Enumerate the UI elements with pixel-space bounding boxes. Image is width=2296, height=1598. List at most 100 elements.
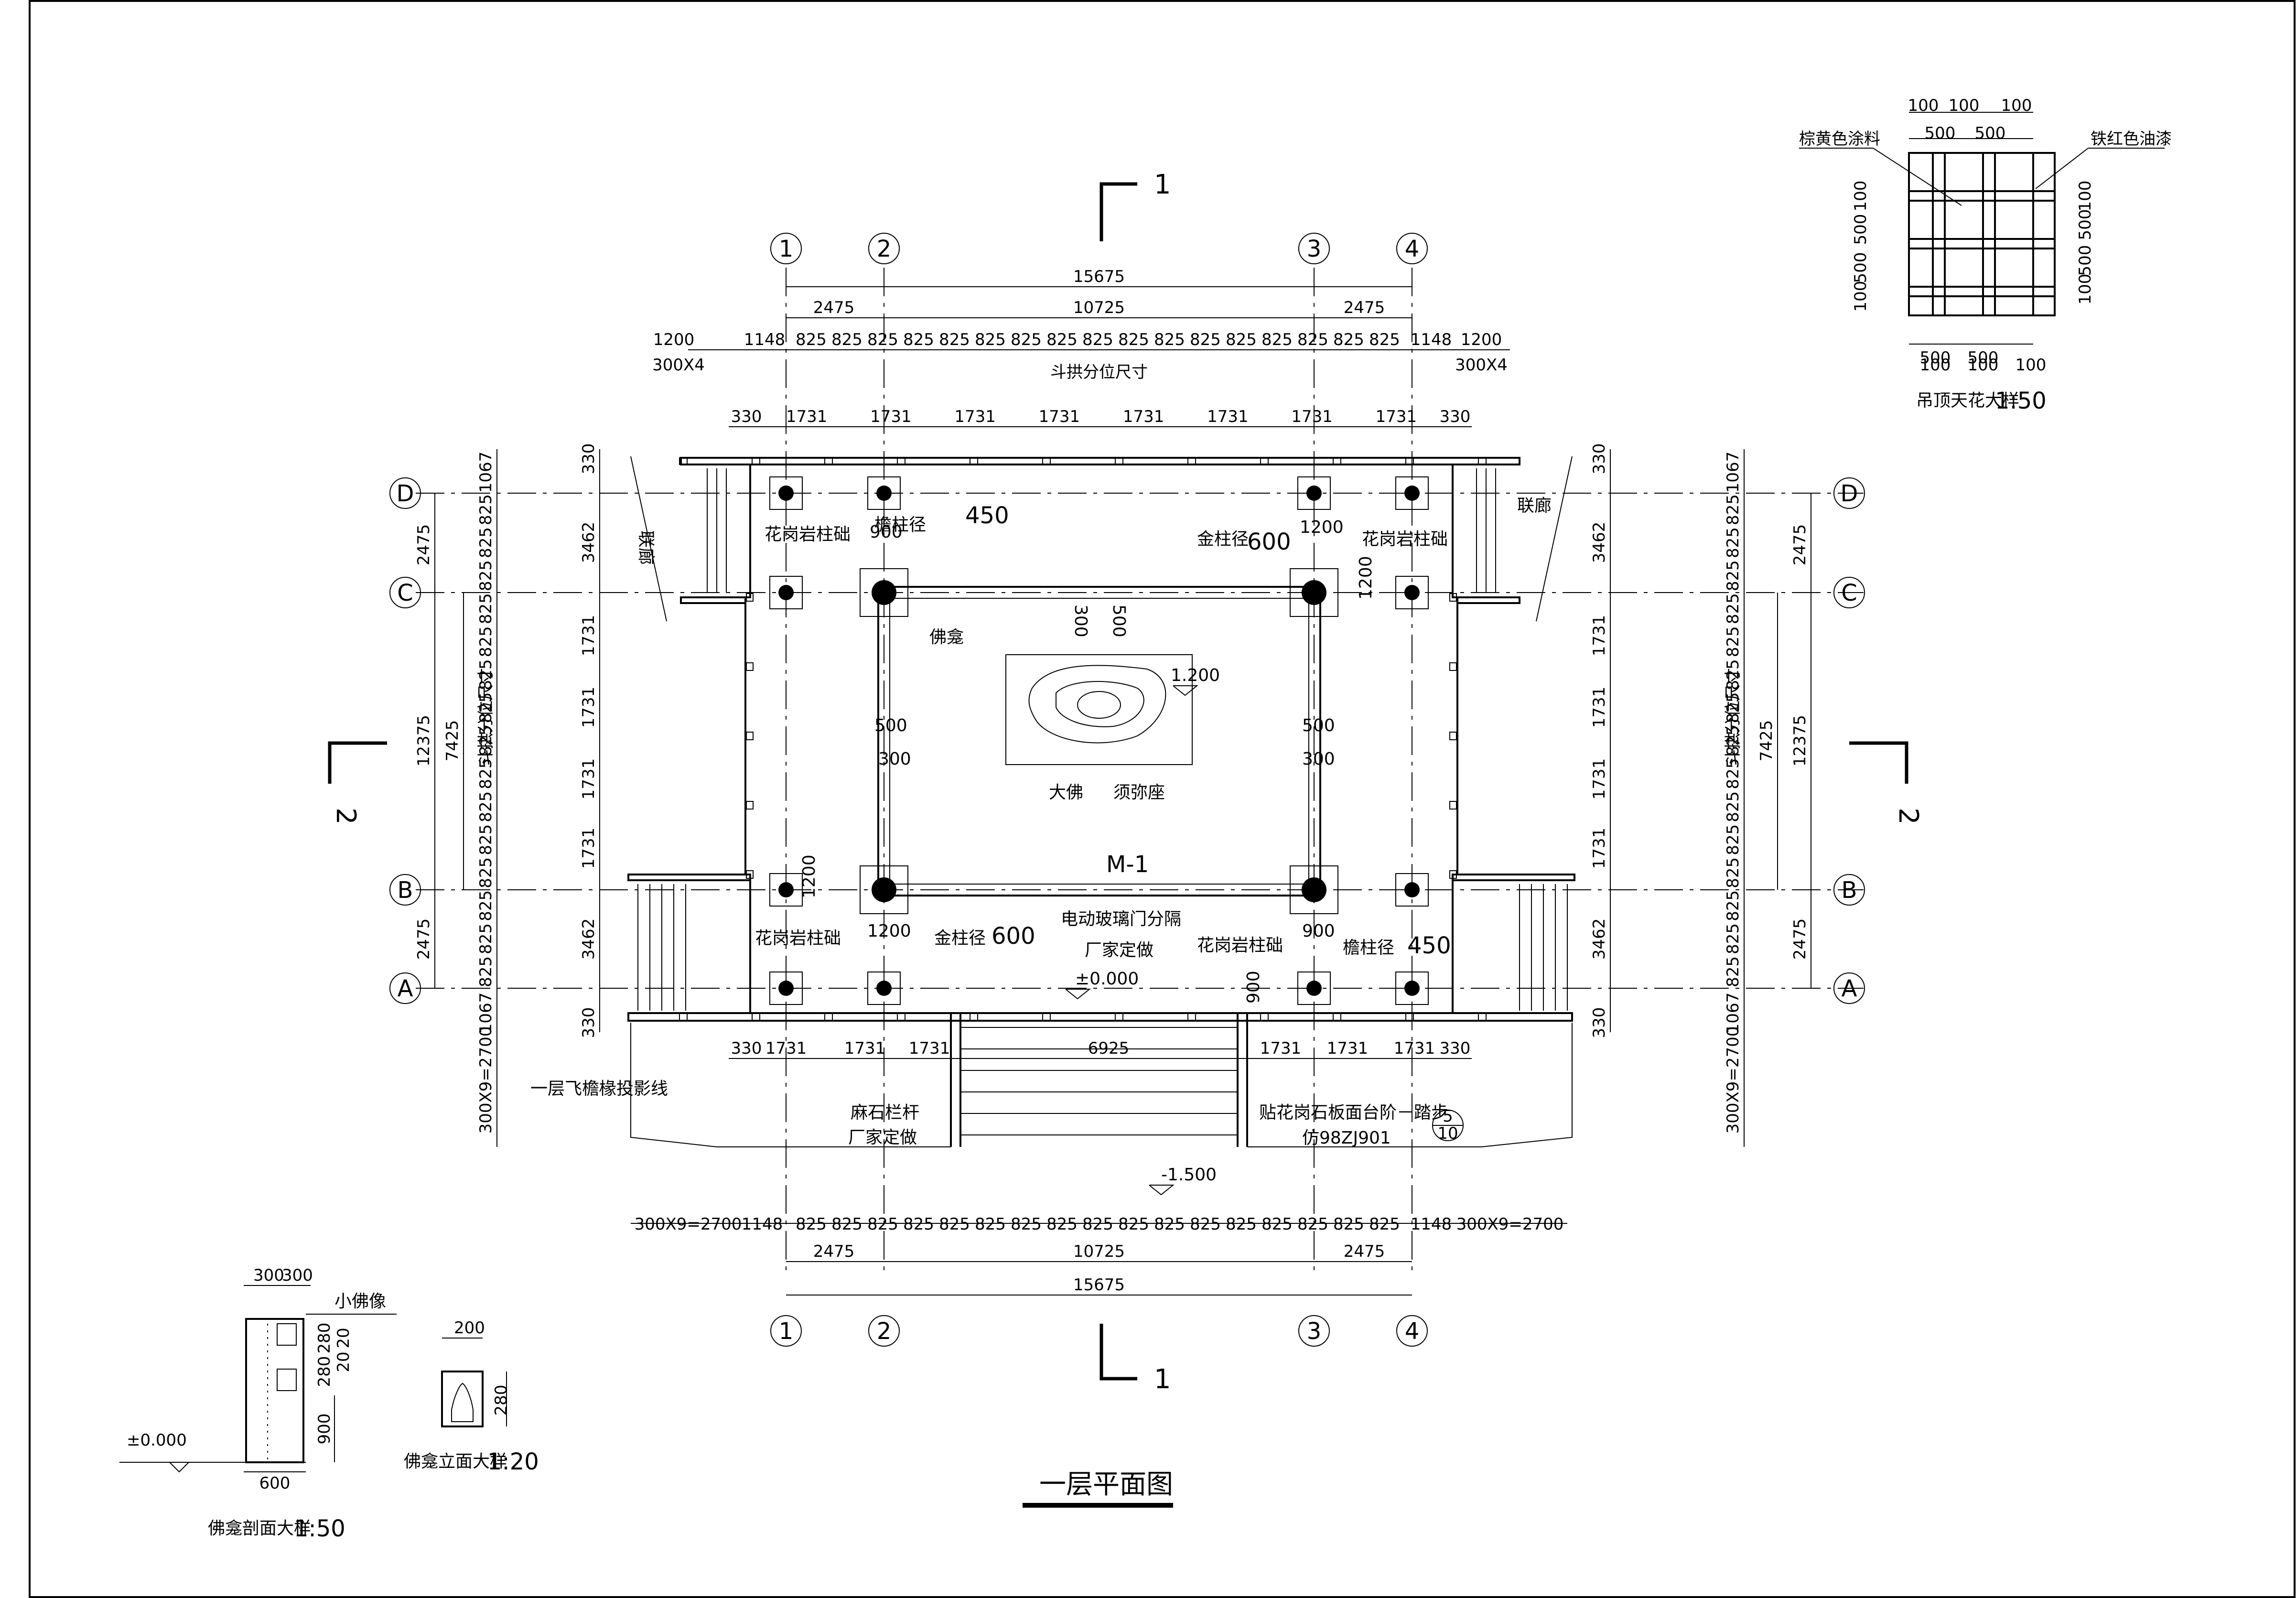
grid-axes — [416, 268, 1864, 1271]
dim-1200-a: 1200 — [1300, 518, 1344, 537]
dims-bottom: 330 1731 1731 1731 6925 1731 1731 1731 3… — [631, 1039, 1567, 1296]
section-markers: 1 1 2 2 — [328, 169, 1924, 1395]
dim-bay-bottom: 825 — [1011, 1215, 1042, 1234]
dim-bay-side: 825 — [476, 626, 496, 657]
dim-left-mid: 7425 — [443, 720, 462, 762]
dim-right-rafter-col: 1731173117311731825825825825825825825825… — [1590, 494, 1743, 987]
dim-top-edge-l: 1200 — [653, 330, 695, 349]
section-1-bottom: 1 — [1154, 1364, 1171, 1395]
corridor-label-left: 联廊 — [636, 530, 656, 565]
section-2-left: 2 — [330, 808, 361, 825]
granite-base — [867, 476, 901, 510]
dim-bay-top: 825 — [939, 330, 970, 349]
granite-base-3: 花岗岩柱础 — [755, 929, 841, 948]
rafter-end — [1478, 1013, 1487, 1021]
rafter-end — [752, 1013, 760, 1021]
elev-0-label: ±0.000 — [1075, 969, 1139, 989]
dim-left-steps: 300X9=2700 — [476, 1026, 496, 1134]
corridor-rail-rt — [1456, 596, 1520, 604]
dim-bay-top: 825 — [1261, 330, 1293, 349]
dim-rafter-side: 1731 — [1590, 615, 1609, 657]
dim-left-side-bottom: 2475 — [414, 918, 433, 960]
rafter-end — [679, 457, 688, 465]
dim-right-steps: 300X9=2700 — [1724, 1026, 1743, 1134]
dim-rafter-top: 1731 — [870, 407, 912, 426]
dim-bottom-rafter-6: 1731 — [1394, 1039, 1435, 1058]
drawing-title: 一层平面图 — [1039, 1469, 1173, 1500]
dim-bay-bottom: 825 — [1190, 1215, 1221, 1234]
eave-col-label-2: 檐柱径 — [1343, 938, 1394, 958]
granite-base — [1395, 576, 1429, 609]
dim-bay-bottom: 825 — [867, 1215, 898, 1234]
ceil-100-f: 100 — [2016, 356, 2047, 375]
rafter-end — [1115, 1013, 1123, 1021]
title-block: 一层平面图 — [1023, 1469, 1173, 1508]
dim-bay-top: 825 — [1190, 330, 1221, 349]
paint-right-label: 铁红色油漆 — [2091, 130, 2172, 149]
ceil-100-c: 100 — [2001, 96, 2032, 115]
rafter-end — [1449, 732, 1457, 740]
rafter-end — [1115, 457, 1123, 465]
eave-column — [1404, 585, 1420, 600]
dim-rafter-top: 1731 — [1376, 407, 1417, 426]
dim-top-bayedge-r: 1148 — [1411, 330, 1452, 349]
niche-sec-300-a: 300 — [253, 1266, 284, 1285]
ceil-500-e: 500 — [1851, 214, 1870, 245]
buddha-base-outline — [1028, 665, 1166, 744]
ceil-500-h: 500 — [2076, 245, 2095, 276]
ceil-500-a: 500 — [1925, 124, 1956, 143]
ceil-500-f: 500 — [1851, 252, 1870, 283]
dim-bay-side: 825 — [1724, 626, 1743, 657]
eave-column — [876, 981, 892, 996]
eave-column — [778, 486, 794, 501]
gold-column — [872, 877, 896, 902]
door-label: M-1 — [1106, 851, 1149, 878]
dim-bay-side: 825 — [1724, 593, 1743, 624]
dim-left-bayedge-bottom: 1067 — [476, 993, 496, 1034]
axis-bubbles-left: D C B A — [389, 477, 421, 1004]
ceil-100-h: 100 — [1851, 281, 1870, 312]
axis-label-4: 4 — [1405, 236, 1420, 262]
dim-bay-bottom: 825 — [1369, 1215, 1400, 1234]
sheet-border — [29, 0, 2296, 1598]
dim-bay-top: 825 — [903, 330, 934, 349]
dim-right-bayedge-bottom: 1067 — [1724, 993, 1743, 1034]
axis-label-c-right: C — [1841, 580, 1857, 606]
gold-col-size-2: 600 — [992, 923, 1035, 950]
rafter-end — [1449, 801, 1457, 810]
column-grid — [679, 457, 1487, 1021]
eave-column — [1404, 882, 1420, 897]
dim-bay-top: 825 — [1046, 330, 1078, 349]
niche-sec-280-b: 280 — [315, 1356, 334, 1387]
dim-bay-side: 825 — [1724, 824, 1743, 855]
dim-300-top: 300 — [1071, 605, 1090, 637]
dim-bay-top: 825 — [796, 330, 827, 349]
dim-bay-side: 825 — [1724, 791, 1743, 822]
dim-bay-top: 825 — [1118, 330, 1149, 349]
dim-right-bayedge-top: 1067 — [1724, 452, 1743, 493]
granite-base-2: 花岗岩柱础 — [1362, 529, 1448, 549]
corridor-rail-lb — [627, 874, 751, 881]
ceiling-detail-scale: 1:50 — [1995, 388, 2047, 414]
dim-rafter-side: 1731 — [1590, 758, 1609, 800]
granite-base — [1290, 568, 1338, 617]
dims-right: 2475 12375 2475 7425 1067 1067 300X9=270… — [1590, 443, 1811, 1147]
eave-column — [778, 981, 794, 996]
rafter-end — [897, 1013, 905, 1021]
niche-elevation-detail: 200 280 佛龛立面大样 1:20 — [404, 1318, 539, 1475]
dim-bay-top: 825 — [1082, 330, 1113, 349]
dim-bay-top: 825 — [1369, 330, 1400, 349]
sumeru-platform — [1005, 654, 1193, 765]
dim-bay-top: 825 — [1297, 330, 1328, 349]
dim-right-side-top: 2475 — [1790, 524, 1810, 566]
ceil-100-b: 100 — [1949, 96, 1980, 115]
dim-1200-b: 1200 — [1356, 556, 1376, 600]
eave-column — [1306, 486, 1322, 501]
dim-bay-bottom: 825 — [1046, 1215, 1078, 1234]
axis-label-1: 1 — [779, 236, 794, 262]
dim-bay-top: 825 — [975, 330, 1006, 349]
dim-bay-top: 825 — [1226, 330, 1257, 349]
